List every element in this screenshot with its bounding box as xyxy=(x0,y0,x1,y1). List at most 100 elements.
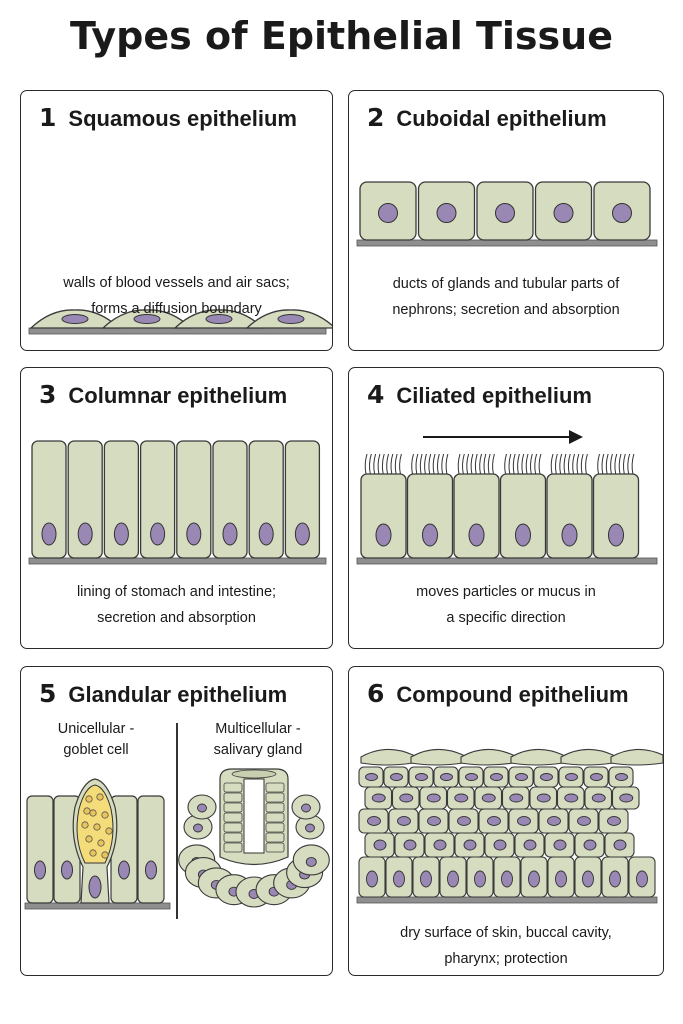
panel-label: Glandular epithelium xyxy=(68,682,288,707)
page-title: Types of Epithelial Tissue xyxy=(69,14,613,58)
ciliated-cell xyxy=(546,473,593,559)
mucus-granule xyxy=(97,839,105,847)
cilium xyxy=(530,453,533,475)
nucleus xyxy=(397,816,411,826)
nucleus xyxy=(517,816,531,826)
cilium xyxy=(605,453,609,475)
mucus-granule xyxy=(81,821,89,829)
nucleus xyxy=(607,816,621,826)
nucleus xyxy=(636,870,648,888)
columnar-cell xyxy=(31,440,67,559)
cilium xyxy=(364,453,368,475)
nucleus xyxy=(393,870,405,888)
mucus-granule xyxy=(93,823,101,831)
nucleus xyxy=(378,203,398,223)
cilium xyxy=(512,453,516,475)
flat-cell xyxy=(610,748,663,766)
sublabel-line: Unicellular - xyxy=(57,721,135,737)
nucleus xyxy=(615,773,628,781)
duct-cell xyxy=(223,812,243,823)
nucleus xyxy=(613,839,627,851)
gland-lumen xyxy=(243,778,265,854)
basement-membrane xyxy=(28,327,327,335)
nucleus xyxy=(133,314,161,324)
nucleus xyxy=(365,773,378,781)
nucleus xyxy=(468,523,485,547)
nucleus xyxy=(619,793,634,803)
nucleus xyxy=(371,793,386,803)
nucleus xyxy=(577,816,591,826)
nucleus xyxy=(553,203,574,223)
squamous-diagram xyxy=(28,309,332,335)
nucleus xyxy=(547,816,561,826)
nucleus xyxy=(528,870,540,888)
duct-cell xyxy=(265,812,285,823)
sublabel-multicellular: Multicellular - salivary gland xyxy=(188,719,328,761)
cilium xyxy=(550,453,554,475)
duct-cell xyxy=(265,792,285,803)
nucleus xyxy=(523,839,537,851)
duct-cell xyxy=(265,832,285,843)
nucleus xyxy=(457,816,471,826)
ciliated-cell xyxy=(453,473,500,559)
desc-line: dry surface of skin, buccal cavity, xyxy=(400,925,612,941)
nucleus xyxy=(493,839,507,851)
nucleus xyxy=(88,875,102,899)
nucleus xyxy=(490,773,503,781)
nucleus xyxy=(433,839,447,851)
nucleus xyxy=(403,839,417,851)
columnar-cell xyxy=(176,440,212,559)
columnar-cell xyxy=(212,440,248,559)
cilium xyxy=(623,453,626,475)
cilium xyxy=(555,453,558,475)
duct-cell xyxy=(223,802,243,813)
duct-cell xyxy=(223,782,243,793)
duct-opening xyxy=(231,769,277,779)
cilium xyxy=(563,453,567,475)
compound-diagram xyxy=(356,748,663,904)
columnar-cell xyxy=(26,795,54,904)
columnar-cell xyxy=(139,440,176,559)
columnar-cell xyxy=(103,440,140,559)
duct-cell xyxy=(265,822,285,833)
nucleus xyxy=(454,793,469,803)
nucleus xyxy=(113,522,129,546)
cilium xyxy=(411,453,414,475)
basement-membrane xyxy=(356,239,658,247)
panel-label: Compound epithelium xyxy=(396,682,629,707)
cilium xyxy=(618,453,622,475)
basement-membrane xyxy=(356,896,658,904)
nucleus xyxy=(222,522,238,546)
cilium xyxy=(504,453,507,475)
duct-cell xyxy=(265,782,285,793)
nucleus xyxy=(426,793,441,803)
nucleus xyxy=(555,870,567,888)
flat-cell xyxy=(460,748,514,766)
duct-cell xyxy=(223,822,243,833)
cilium xyxy=(483,453,487,475)
ciliated-cell xyxy=(499,473,547,559)
nucleus xyxy=(205,314,233,324)
flat-cell xyxy=(410,748,464,766)
nucleus xyxy=(590,773,603,781)
desc-line: forms a diffusion boundary xyxy=(91,301,262,317)
nucleus xyxy=(501,870,513,888)
cilium xyxy=(538,453,542,475)
nucleus xyxy=(515,523,531,547)
nucleus xyxy=(390,773,403,781)
columnar-diagram xyxy=(28,440,327,565)
columnar-cell xyxy=(137,795,165,904)
cilium xyxy=(627,453,631,475)
cilium xyxy=(474,453,478,475)
mucus-granule xyxy=(89,809,97,817)
mucus-granule xyxy=(101,811,109,819)
panel-number: 5 xyxy=(39,679,57,708)
panel-label: Cuboidal epithelium xyxy=(396,106,607,131)
cilium xyxy=(517,453,520,475)
basement-membrane xyxy=(28,557,327,565)
cilium xyxy=(424,453,427,475)
panel-description: lining of stomach and intestine; secreti… xyxy=(21,579,332,631)
